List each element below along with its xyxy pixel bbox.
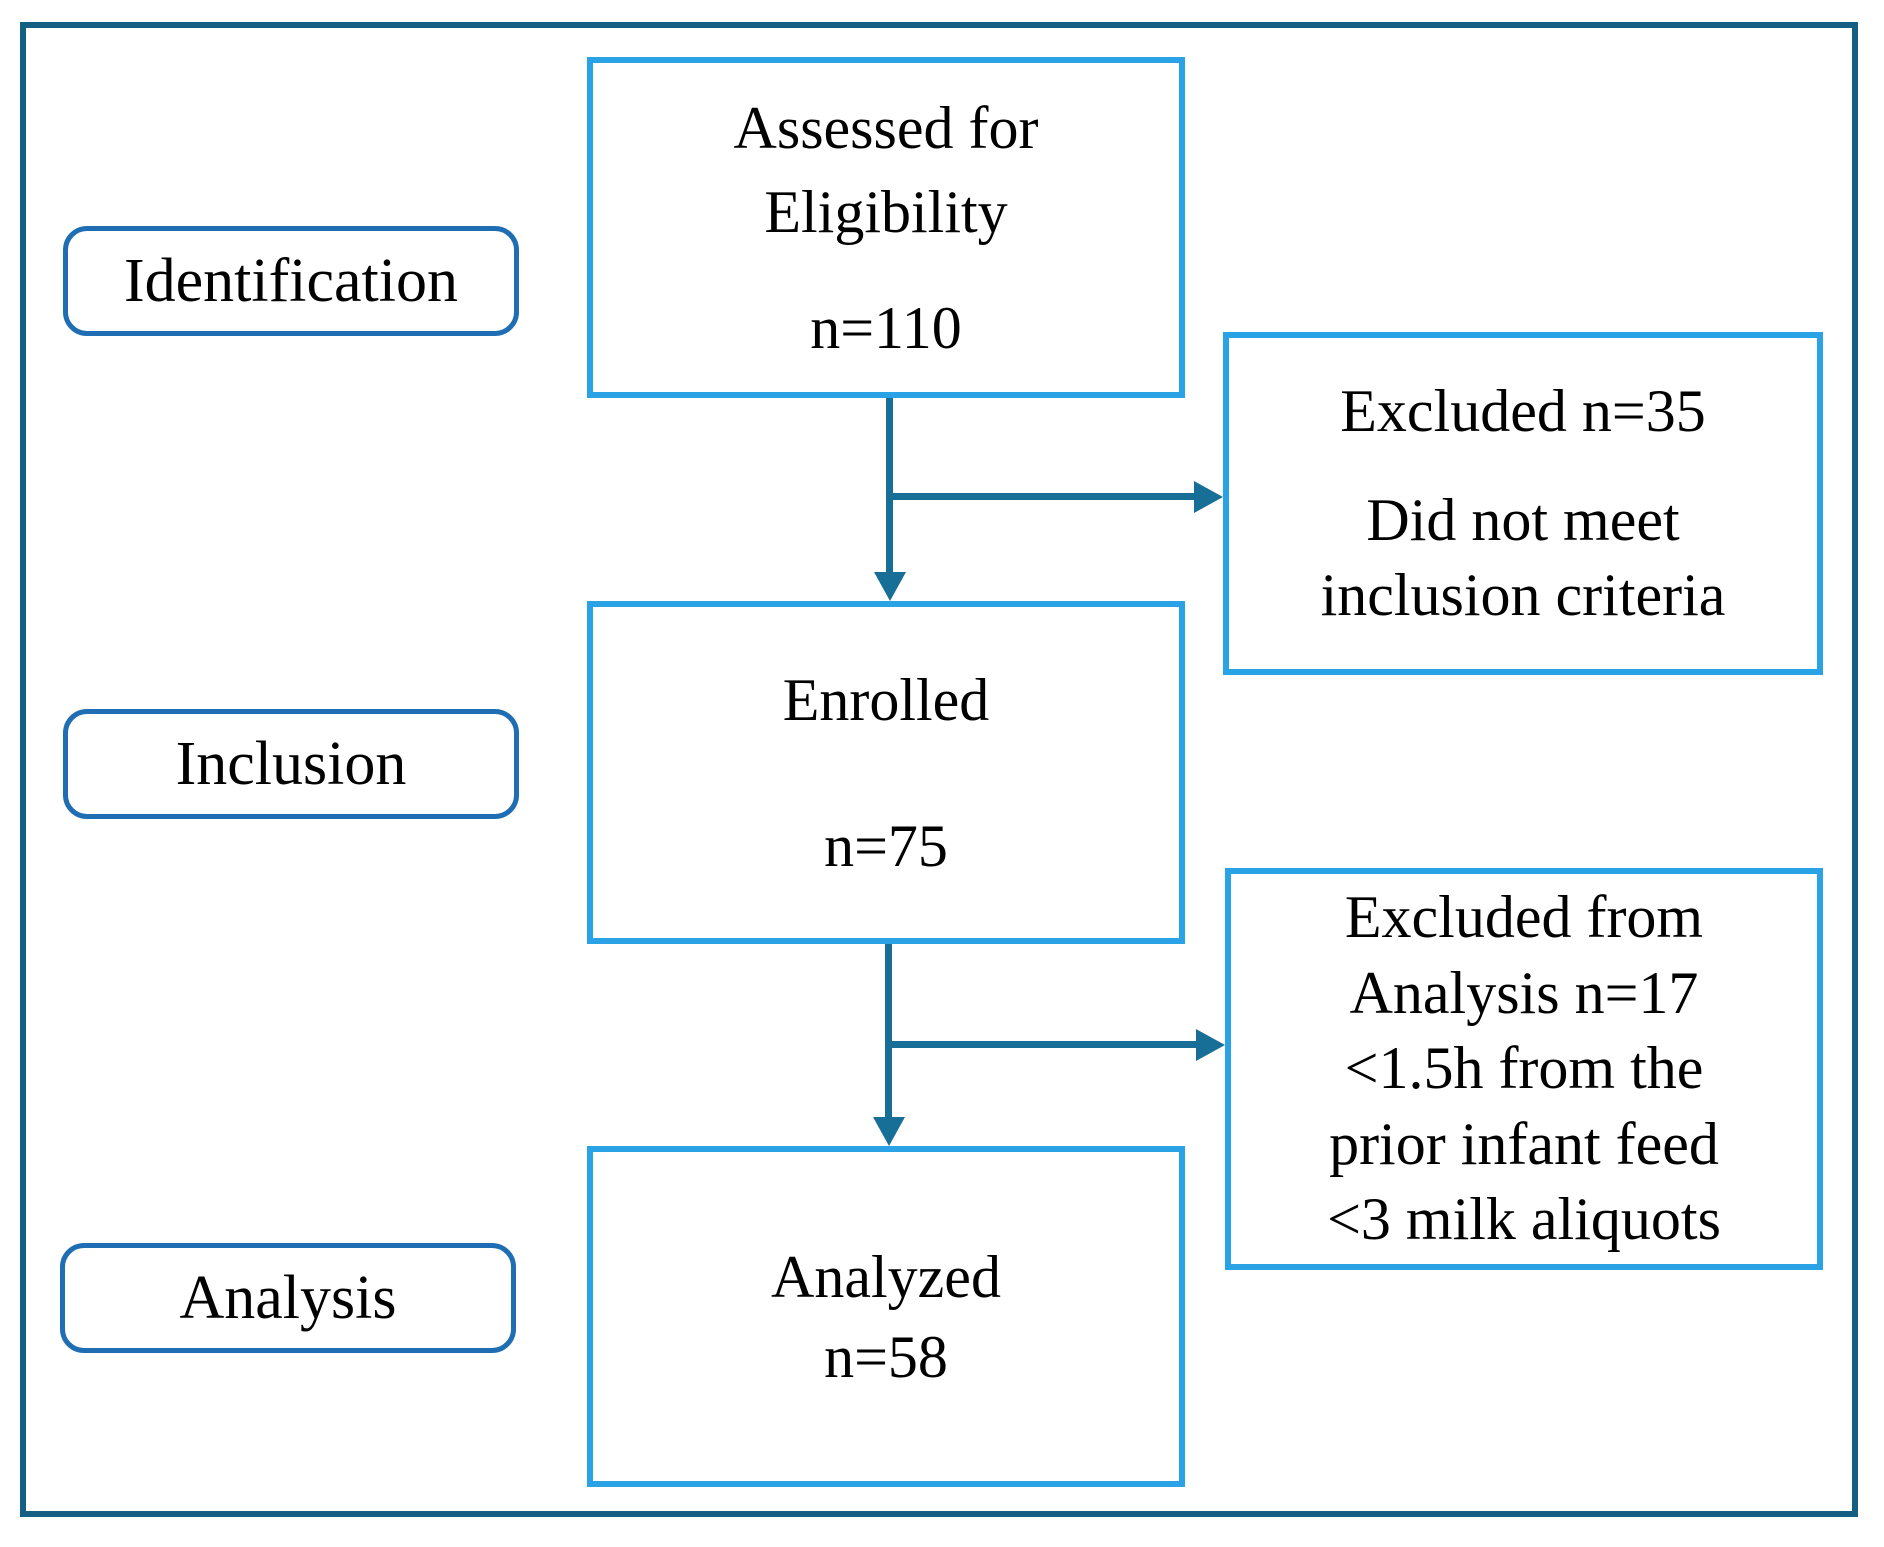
excluded2-line-2: Analysis n=17	[1349, 959, 1699, 1026]
stage-label-inclusion-text: Inclusion	[175, 730, 407, 798]
stage-label-inclusion: Inclusion	[63, 709, 519, 819]
arrow-enrolled-to-analyzed-head-icon	[873, 1117, 905, 1146]
flow-box-enrolled: Enrolled n=75	[587, 601, 1185, 944]
stage-label-analysis: Analysis	[60, 1243, 516, 1353]
arrow-assessed-to-enrolled-line	[886, 398, 893, 574]
enrolled-title: Enrolled	[782, 666, 990, 733]
flow-box-assessed-for-eligibility: Assessed for Eligibility n=110	[587, 57, 1185, 398]
arrow-assessed-to-enrolled-head-icon	[874, 572, 906, 601]
analyzed-title: Analyzed	[771, 1243, 1001, 1310]
excluded2-line-4: prior infant feed	[1329, 1110, 1719, 1177]
excluded2-line-3: <1.5h from the	[1344, 1035, 1704, 1102]
stage-label-identification-text: Identification	[124, 247, 458, 315]
arrow-enrolled-to-analyzed-line	[885, 944, 892, 1119]
diagram-outer-frame	[20, 22, 1858, 1517]
assessed-line-2: Eligibility	[764, 178, 1008, 245]
assessed-count: n=110	[810, 294, 962, 361]
arrow-to-exclusion-2-line	[888, 1041, 1198, 1048]
enrolled-count: n=75	[824, 812, 948, 879]
arrow-to-exclusion-1-line	[889, 493, 1196, 500]
excluded1-line-2: Did not meet	[1366, 487, 1680, 553]
arrow-to-exclusion-1-head-icon	[1194, 481, 1223, 513]
analyzed-count: n=58	[824, 1323, 948, 1390]
excluded2-line-1: Excluded from	[1344, 884, 1704, 951]
excluded1-line-1: Excluded n=35	[1340, 378, 1706, 444]
exclusion-box-did-not-meet-criteria: Excluded n=35 Did not meet inclusion cri…	[1223, 332, 1823, 675]
assessed-line-1: Assessed for	[733, 94, 1039, 161]
stage-label-identification: Identification	[63, 226, 519, 336]
stage-label-analysis-text: Analysis	[179, 1264, 397, 1332]
exclusion-box-excluded-from-analysis: Excluded from Analysis n=17 <1.5h from t…	[1225, 868, 1823, 1270]
excluded2-line-5: <3 milk aliquots	[1327, 1186, 1721, 1253]
flow-box-analyzed: Analyzed n=58	[587, 1146, 1185, 1487]
arrow-to-exclusion-2-head-icon	[1196, 1029, 1225, 1061]
excluded1-line-3: inclusion criteria	[1320, 562, 1726, 628]
